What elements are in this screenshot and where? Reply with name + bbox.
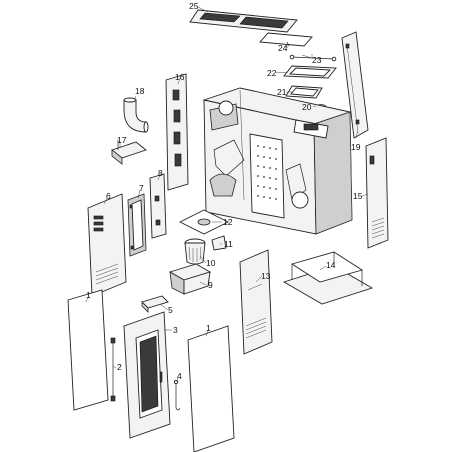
part-10-burn-pot: [184, 238, 206, 265]
callout-19: 19: [351, 142, 361, 152]
callout-2: 2: [117, 362, 122, 372]
callout-23: 23: [312, 55, 322, 65]
part-17-bracket: [111, 140, 147, 165]
part-6-front-panel: [87, 193, 127, 297]
callout-22: 22: [267, 68, 277, 78]
part-1-left-door-panel: [67, 289, 109, 411]
part-3-door: [123, 311, 171, 439]
callout-1-left: 1: [86, 290, 91, 300]
callout-21: 21: [277, 87, 287, 97]
part-15-side-panel: [365, 137, 389, 249]
part-13-side-panel: [239, 249, 273, 355]
part-22-frame-gasket: [283, 65, 337, 79]
callout-7: 7: [139, 183, 144, 193]
leader-lines: [85, 6, 369, 383]
callout-5: 5: [168, 305, 173, 315]
callout-16: 16: [175, 72, 185, 82]
part-4-handle: [173, 379, 181, 411]
part-12-plate: [178, 209, 230, 235]
callout-17: 17: [117, 135, 127, 145]
callout-4: 4: [177, 371, 182, 381]
callout-1-right: 1: [206, 323, 211, 333]
stove-body: [202, 87, 353, 235]
callout-15: 15: [353, 191, 363, 201]
callout-20: 20: [302, 102, 312, 112]
callout-8: 8: [158, 168, 163, 178]
part-25-top-grille: [189, 9, 298, 33]
part-8-narrow-panel: [149, 173, 167, 239]
callout-labels: 25 24 23 22 21 20 19 18 17 16 15 14 13 1…: [86, 1, 363, 381]
part-21-gasket: [285, 85, 323, 99]
part-18-elbow-pipe: [123, 97, 149, 133]
part-5-handle-bar: [141, 295, 169, 313]
part-7-glass-frame: [127, 193, 147, 257]
callout-9: 9: [208, 280, 213, 290]
part-1-right-door-panel: [187, 325, 235, 452]
callout-12: 12: [223, 217, 233, 227]
part-19-side-panel: [341, 31, 369, 139]
part-24-cover-plate: [259, 32, 313, 47]
part-23-rod: [289, 54, 337, 62]
callout-25: 25: [189, 1, 199, 11]
callout-10: 10: [206, 258, 216, 268]
callout-3: 3: [173, 325, 178, 335]
part-9-ash-tray: [168, 263, 212, 295]
callout-11: 11: [224, 239, 233, 249]
part-11-clip: [211, 235, 227, 251]
part-16-rear-panel: [165, 73, 189, 191]
part-14-base-tray: [282, 251, 374, 305]
callout-14: 14: [326, 260, 336, 270]
callout-24: 24: [278, 43, 288, 53]
callout-18: 18: [135, 86, 145, 96]
callout-13: 13: [261, 271, 271, 281]
part-2-hinge: [110, 337, 116, 402]
callout-6: 6: [106, 191, 111, 201]
